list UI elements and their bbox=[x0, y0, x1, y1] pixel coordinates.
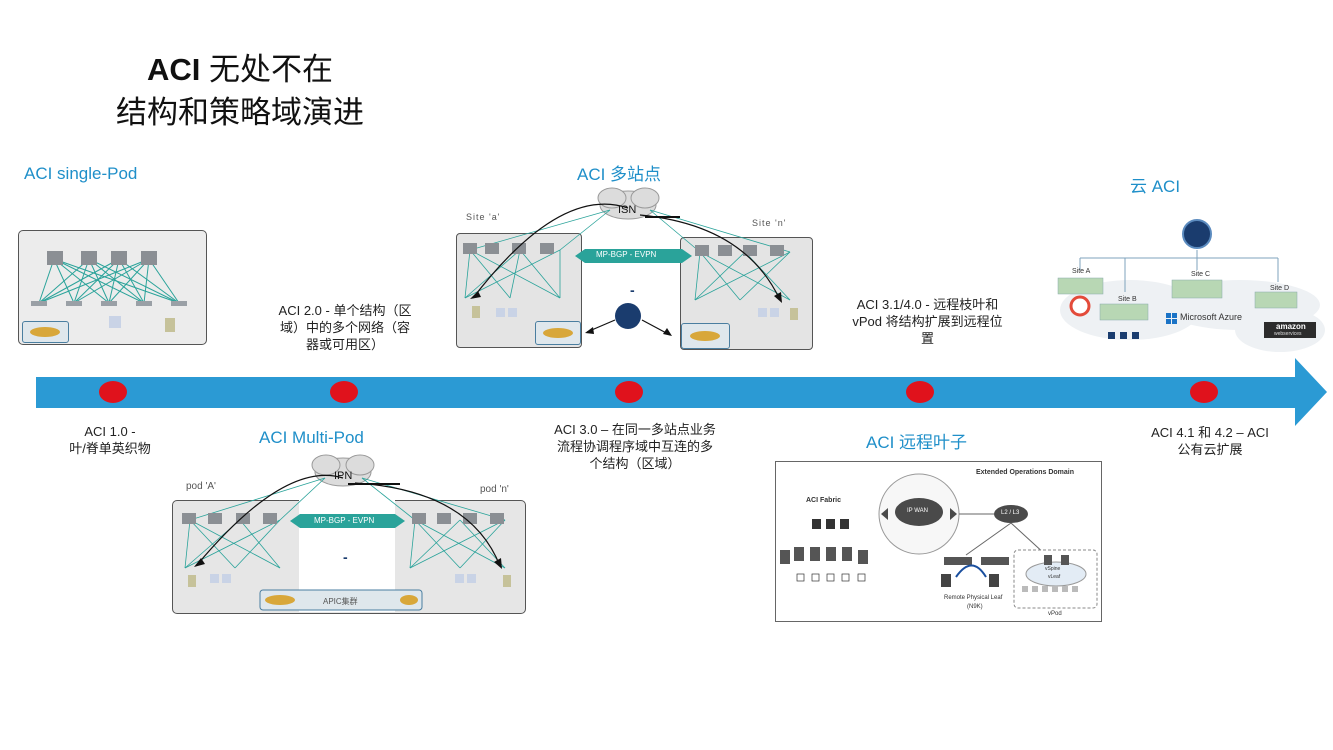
remote-leaf-label: ACI 远程叶子 bbox=[866, 433, 968, 452]
pod-n-label: pod 'n' bbox=[480, 484, 509, 495]
multi-site-dash: - bbox=[630, 282, 635, 298]
caption-line: ACI 1.0 - bbox=[84, 424, 136, 439]
amazon-label: amazon bbox=[1276, 322, 1306, 331]
apic-icon bbox=[30, 327, 60, 337]
apic-icon bbox=[543, 328, 573, 338]
caption-aci-3-0: ACI 3.0 – 在同一多站点业务 流程协调程序域中互连的多 个结构（区域） bbox=[535, 421, 735, 472]
site-n-label: Site 'n' bbox=[752, 218, 787, 228]
milestone-aci-3-0 bbox=[615, 381, 643, 403]
l2l3-label: L2 / L3 bbox=[1001, 510, 1020, 516]
vpod-label: vPod bbox=[1048, 611, 1062, 617]
aci-fabric-label: ACI Fabric bbox=[806, 497, 842, 504]
caption-aci-4-1: ACI 4.1 和 4.2 – ACI 公有云扩展 bbox=[1130, 424, 1290, 458]
ipn-label: IPN bbox=[334, 470, 353, 482]
caption-line: 叶/脊单英织物 bbox=[69, 441, 151, 456]
caption-aci-1-0: ACI 1.0 - 叶/脊单英织物 bbox=[40, 423, 180, 457]
milestone-aci-4-1 bbox=[1190, 381, 1218, 403]
multi-site-evpn-label: MP-BGP - EVPN bbox=[596, 250, 657, 259]
isn-label: ISN bbox=[618, 204, 637, 216]
caption-line: 域）中的多个网络（容 bbox=[279, 320, 410, 335]
milestone-aci-3-1 bbox=[906, 381, 934, 403]
multi-pod-dash: - bbox=[343, 549, 348, 565]
remote-physical-leaf-label: Remote Physical Leaf bbox=[944, 595, 1003, 601]
page-title: ACI 无处不在 结构和策略域演进 bbox=[60, 48, 420, 134]
milestone-aci-2-0 bbox=[330, 381, 358, 403]
multi-pod-evpn-label: MP-BGP - EVPN bbox=[314, 516, 375, 525]
title-rest: 无处不在 bbox=[200, 52, 333, 87]
caption-line: 流程协调程序域中互连的多 bbox=[556, 439, 713, 454]
caption-line: ACI 3.0 – 在同一多站点业务 bbox=[554, 422, 716, 437]
caption-aci-3-1: ACI 3.1/4.0 - 远程枝叶和 vPod 将结构扩展到远程位 置 bbox=[830, 296, 1025, 347]
caption-line: 器或可用区） bbox=[305, 337, 384, 352]
ext-ops-domain-label: Extended Operations Domain bbox=[976, 469, 1075, 476]
remote-leaf-graphic bbox=[780, 473, 1098, 609]
site-a-cloud-label: Site A bbox=[1072, 268, 1091, 275]
cloud-aci-label: 云 ACI bbox=[1130, 177, 1181, 196]
multi-pod-label: ACI Multi-Pod bbox=[259, 428, 364, 447]
azure-label: Microsoft Azure bbox=[1180, 312, 1243, 322]
pod-a-label: pod 'A' bbox=[186, 481, 216, 492]
ip-wan-label: IP WAN bbox=[907, 508, 929, 514]
apic-cluster-label: APIC集群 bbox=[323, 597, 358, 606]
site-b-cloud-label: Site B bbox=[1118, 296, 1137, 303]
single-pod-fabric bbox=[31, 251, 187, 332]
milestone-aci-1-0 bbox=[99, 381, 127, 403]
site-d-cloud-label: Site D bbox=[1270, 285, 1290, 292]
caption-line: ACI 2.0 - 单个结构（区 bbox=[278, 303, 412, 318]
single-pod-label: ACI single-Pod bbox=[24, 164, 138, 183]
caption-line: ACI 4.1 和 4.2 – ACI bbox=[1151, 425, 1269, 440]
caption-line: vPod 将结构扩展到远程位 bbox=[852, 314, 1003, 329]
site-n-apic-chip bbox=[681, 323, 730, 349]
vleaf-label: vLeaf bbox=[1048, 574, 1061, 580]
caption-aci-2-0: ACI 2.0 - 单个结构（区 域）中的多个网络（容 器或可用区） bbox=[255, 302, 435, 353]
site-a-apic-chip bbox=[535, 321, 581, 345]
caption-line: 个结构（区域） bbox=[589, 456, 681, 471]
amazon-sub-label: webservices bbox=[1274, 331, 1302, 337]
apic-icon bbox=[690, 331, 720, 341]
site-c-cloud-label: Site C bbox=[1191, 271, 1211, 278]
caption-line: ACI 3.1/4.0 - 远程枝叶和 bbox=[856, 297, 999, 312]
n9k-label: (N9K) bbox=[967, 604, 983, 610]
remote-leaf-diagram: Extended Operations Domain ACI Fabric IP… bbox=[775, 461, 1102, 622]
title-bold: ACI bbox=[146, 52, 201, 87]
title-subtitle: 结构和策略域演进 bbox=[116, 95, 364, 130]
site-a-label: Site 'a' bbox=[466, 212, 501, 222]
caption-line: 公有云扩展 bbox=[1177, 442, 1243, 457]
single-pod-diagram bbox=[18, 230, 207, 345]
caption-line: 置 bbox=[920, 331, 934, 346]
vspine-label: vSpine bbox=[1045, 566, 1061, 572]
multi-site-label: ACI 多站点 bbox=[577, 165, 662, 184]
apic-chip bbox=[22, 321, 69, 343]
